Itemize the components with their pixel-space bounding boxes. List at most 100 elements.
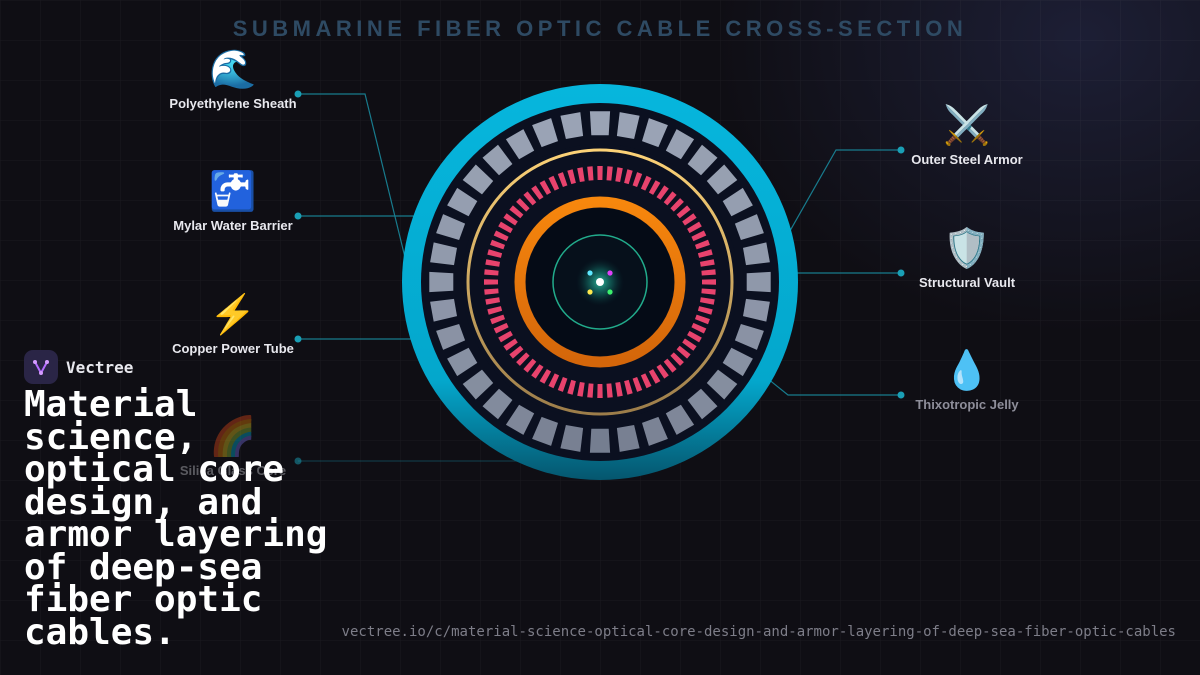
rainbow-icon: 🌈 xyxy=(209,416,257,458)
leader-dots xyxy=(294,90,905,465)
copper-conductor-segment xyxy=(691,230,707,242)
armor-wire-segment xyxy=(429,271,454,293)
structural-vault-ring xyxy=(466,148,734,416)
armor-wire-segment xyxy=(436,324,466,350)
copper-conductor-segment xyxy=(676,345,691,359)
armor-wire-segment xyxy=(616,425,640,452)
copper-conductor-segment xyxy=(682,213,697,226)
copper-conductor-segment xyxy=(676,205,691,219)
copper-conductor-segment xyxy=(577,167,585,182)
copper-conductor-segment xyxy=(615,167,623,182)
copper-conductor-segment xyxy=(632,377,643,392)
armor-wire-segment xyxy=(665,404,695,435)
copper-conductor-segment xyxy=(648,369,661,384)
copper-conductor-segment xyxy=(587,166,594,181)
armor-wire-segment xyxy=(430,298,457,322)
copper-conductor-segment xyxy=(632,172,643,187)
copper-conductor-segment xyxy=(557,377,568,392)
copper-conductor-segment xyxy=(523,191,537,206)
label-outer-steel-armor: ⚔️ Outer Steel Armor xyxy=(882,104,1052,167)
label-thixotropic-jelly: 💧 Thixotropic Jelly xyxy=(882,349,1052,412)
armor-wire-segment xyxy=(734,214,764,240)
copper-conductor-segment xyxy=(663,358,677,373)
shield-icon: 🛡️ xyxy=(943,228,991,270)
leader-dot xyxy=(294,90,302,98)
copper-conductor-segment xyxy=(597,384,603,398)
fiber-magenta xyxy=(607,270,613,276)
copper-conductor-segment xyxy=(670,352,684,366)
copper-conductor-segment xyxy=(691,322,707,334)
diagram-title: SUBMARINE FIBER OPTIC CABLE CROSS-SECTIO… xyxy=(232,16,968,41)
copper-conductor-segment xyxy=(687,330,702,343)
armor-wire-segment xyxy=(746,271,771,293)
copper-conductor-segment xyxy=(587,383,594,398)
copper-conductor-segment xyxy=(597,166,603,180)
armor-wire-segment xyxy=(722,347,753,377)
armor-wire-segment xyxy=(532,118,558,148)
copper-conductor-segment xyxy=(498,221,513,234)
leader-dot xyxy=(897,146,905,154)
armor-wire-segment xyxy=(665,129,695,160)
copper-conductor-segment xyxy=(503,338,518,351)
layer-name: Thixotropic Jelly xyxy=(915,397,1019,412)
copper-conductor-segment xyxy=(606,383,613,398)
copper-conductor-segment xyxy=(697,306,713,315)
copper-conductor-segment xyxy=(548,373,560,389)
copper-conductor-segment xyxy=(640,373,652,389)
armor-wire-segment xyxy=(430,242,457,266)
copper-conductor-segment xyxy=(687,221,702,234)
copper-conductor-segment xyxy=(484,288,499,295)
armor-wire-segment xyxy=(616,112,640,139)
copper-conductor-segment xyxy=(697,249,713,258)
leader-line-polyethylene-sheath xyxy=(298,93,412,283)
brand-name: Vectree xyxy=(66,357,134,377)
headline: Material science, optical core design, a… xyxy=(24,384,328,653)
armor-wire-segment xyxy=(687,388,718,420)
copper-conductor-segment xyxy=(523,358,537,373)
copper-conductor-segment xyxy=(531,185,544,200)
crossed-swords-icon: ⚔️ xyxy=(943,105,991,147)
layer-name: Structural Vault xyxy=(918,275,1016,290)
label-structural-vault: 🛡️ Structural Vault xyxy=(882,227,1052,290)
armor-wire-segment xyxy=(447,187,478,217)
armor-wire-segment xyxy=(482,388,513,420)
copper-conductor-segment xyxy=(567,169,576,185)
copper-conductor-segment xyxy=(493,230,509,242)
copper-conductor-segments xyxy=(484,166,716,398)
armor-wire-segment xyxy=(722,187,753,217)
armor-wire-segment xyxy=(743,242,770,266)
copper-conductor-segment xyxy=(656,364,669,379)
armor-wire-segment xyxy=(462,164,494,195)
fiber-center xyxy=(596,278,604,286)
copper-conductor-segment xyxy=(498,330,513,343)
layer-name: Polyethylene Sheath xyxy=(169,96,297,111)
copper-conductor-segment xyxy=(663,191,677,206)
copper-conductor-segment xyxy=(490,314,505,325)
copper-conductor-segment xyxy=(682,338,697,351)
outer-steel-armor-segments xyxy=(429,111,771,453)
armor-wire-segment xyxy=(706,369,738,400)
armor-wire-segment xyxy=(532,416,558,446)
copper-conductor-segment xyxy=(490,239,505,250)
armor-wire-segment xyxy=(589,111,611,136)
copper-conductor-segment xyxy=(548,175,560,191)
source-url[interactable]: vectree.io/c/material-science-optical-co… xyxy=(341,624,1176,640)
leader-dot xyxy=(897,269,905,277)
layer-name: Outer Steel Armor xyxy=(911,152,1023,167)
copper-conductor-segment xyxy=(539,180,552,195)
armor-wire-segment xyxy=(642,118,668,148)
copper-conductor-segment xyxy=(484,269,499,276)
copper-conductor-segment xyxy=(516,198,530,212)
copper-conductor-segment xyxy=(485,259,500,267)
armor-wire-segment xyxy=(482,144,513,176)
copper-conductor-segment xyxy=(487,249,503,258)
fiber-cyan xyxy=(587,270,593,276)
droplet-icon: 💧 xyxy=(943,350,991,392)
copper-conductor-segment xyxy=(509,205,524,219)
brand[interactable]: Vectree xyxy=(24,350,133,384)
copper-conductor-segment xyxy=(648,180,661,195)
copper-conductor-segment xyxy=(624,169,633,185)
copper-conductor-segment xyxy=(485,297,500,305)
copper-conductor-segment xyxy=(577,382,585,397)
copper-conductor-segment xyxy=(656,185,669,200)
